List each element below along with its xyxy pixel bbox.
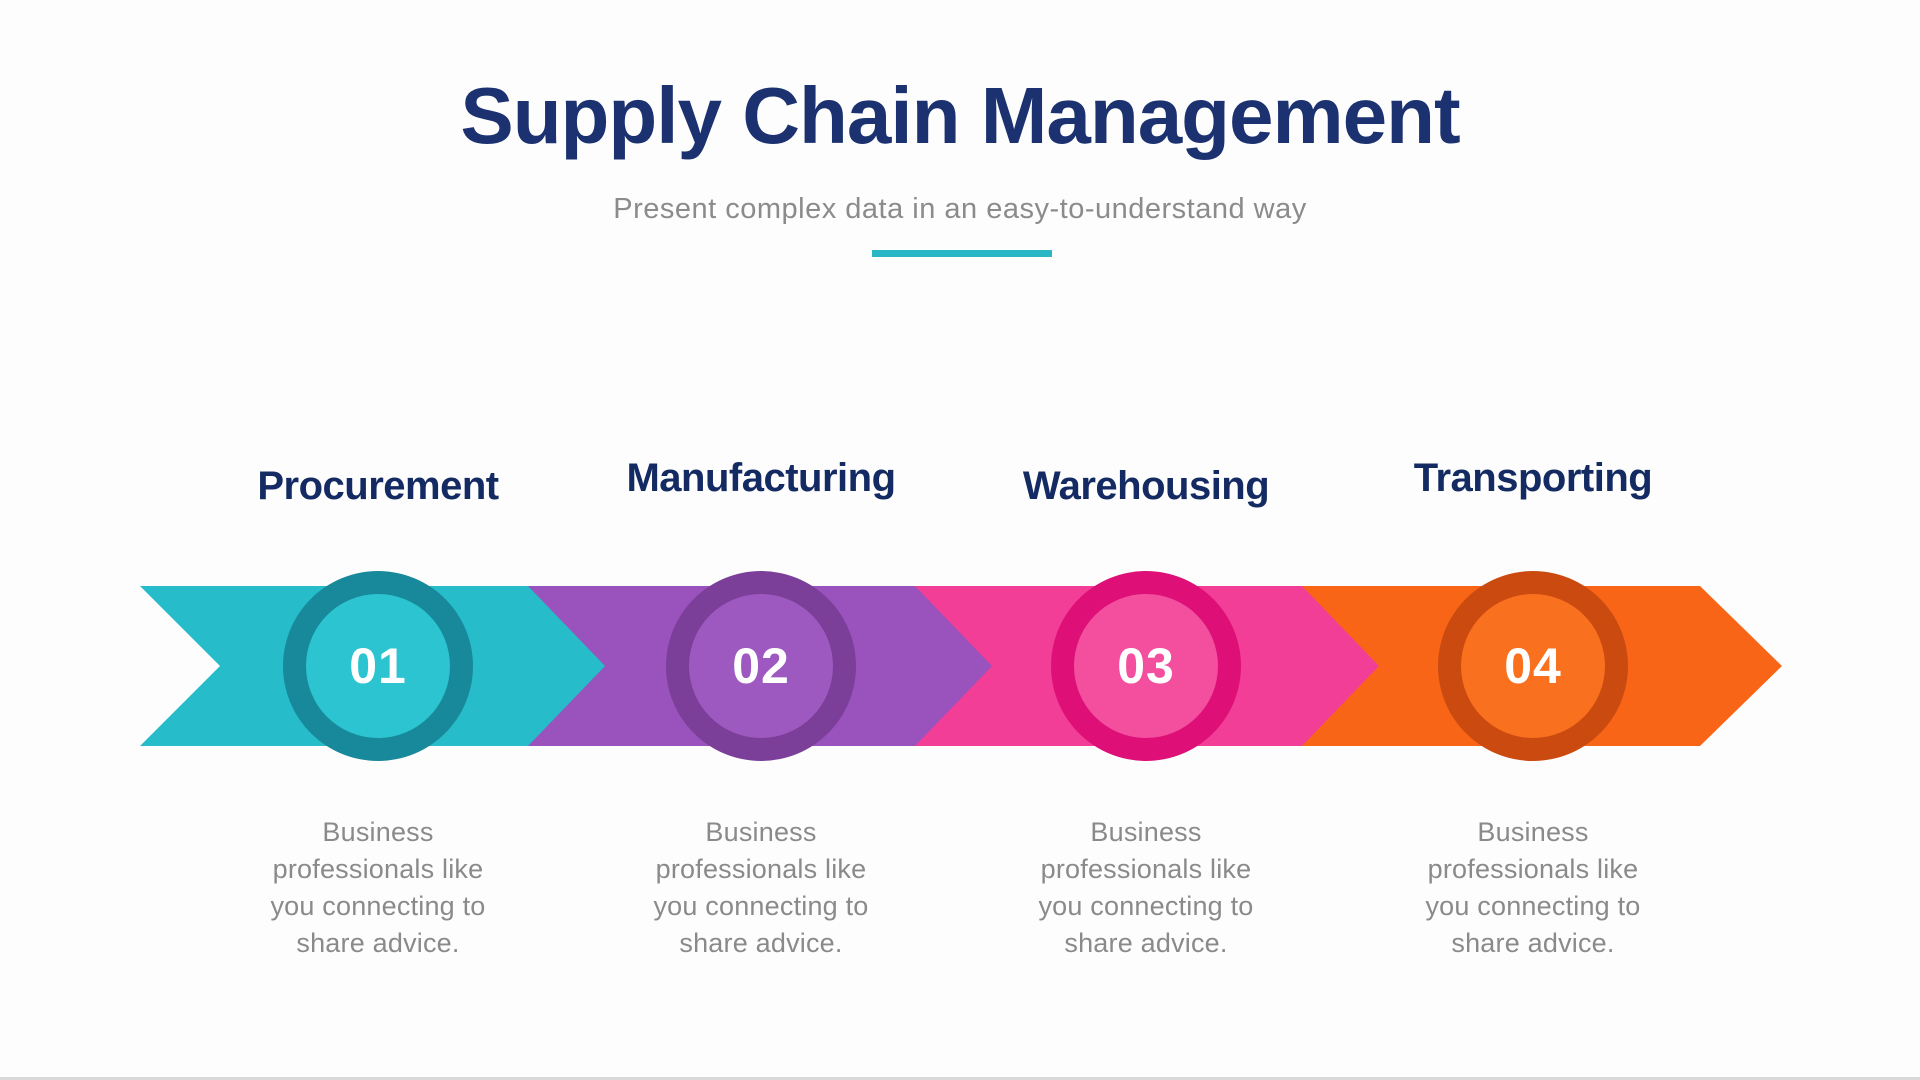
- step-circle-2: 02: [666, 571, 856, 761]
- step-number-3: 03: [1117, 638, 1175, 694]
- step-circle-1-inner: 01: [306, 594, 450, 738]
- step-label-warehousing: Warehousing: [1022, 464, 1270, 508]
- page-subtitle: Present complex data in an easy-to-under…: [613, 193, 1307, 225]
- step-circle-3-inner: 03: [1074, 594, 1218, 738]
- step-circle-1: 01: [283, 571, 473, 761]
- step-circle-4: 04: [1438, 571, 1628, 761]
- step-description-4: Business professionals like you connecti…: [1425, 817, 1641, 958]
- step-circle-2-inner: 02: [689, 594, 833, 738]
- step-label-procurement: Procurement: [257, 464, 499, 508]
- step-number-4: 04: [1504, 638, 1562, 694]
- step-number-1: 01: [349, 638, 407, 694]
- step-label-transporting: Transporting: [1413, 456, 1653, 500]
- step-description-3: Business professionals like you connecti…: [1038, 817, 1254, 958]
- step-circle-3: 03: [1051, 571, 1241, 761]
- step-description-1: Business professionals like you connecti…: [270, 817, 486, 958]
- page-title: Supply Chain Management: [460, 71, 1460, 160]
- step-description-2: Business professionals like you connecti…: [653, 817, 869, 958]
- accent-divider: [872, 250, 1052, 257]
- step-label-manufacturing: Manufacturing: [626, 456, 896, 500]
- step-circle-4-inner: 04: [1461, 594, 1605, 738]
- step-number-2: 02: [732, 638, 790, 694]
- bottom-edge-line: [0, 1077, 1920, 1080]
